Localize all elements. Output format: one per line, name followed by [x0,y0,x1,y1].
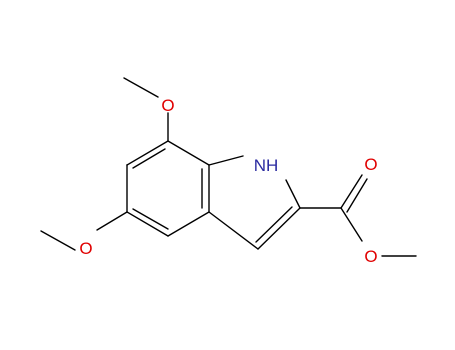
atom-nh: NH [254,156,279,175]
bond-c7a-c7 [167,140,210,166]
bonds [40,77,417,257]
bond-carbonyl-double-b [346,178,368,213]
bond-c7a-n [208,155,244,166]
atom-o-left: O [79,239,92,258]
atom-o-ester: O [364,247,377,266]
bond-o-left-ch3 [40,230,76,251]
bond-c3-c3a [208,211,259,250]
bond-ccarbonyl-o-ester [340,207,363,242]
bond-c2-c3-inner [255,206,293,243]
bond-c7-c6 [126,140,169,166]
bond-c2-c3 [257,207,301,250]
bond-c5-c4 [126,211,169,237]
bond-carbonyl-double-a [340,174,363,209]
atom-o-top: O [161,96,174,115]
bond-n-c2 [285,179,301,209]
bond-c5-c4-inner [132,208,169,230]
bond-c5-o-left [96,211,128,231]
bond-ch3-o-top [123,77,159,98]
atom-labels: O O NH O O [79,96,377,266]
bond-c7-c6-inner [132,148,166,169]
bond-c4-c3a [167,211,210,237]
atom-o-carbonyl: O [364,155,377,174]
